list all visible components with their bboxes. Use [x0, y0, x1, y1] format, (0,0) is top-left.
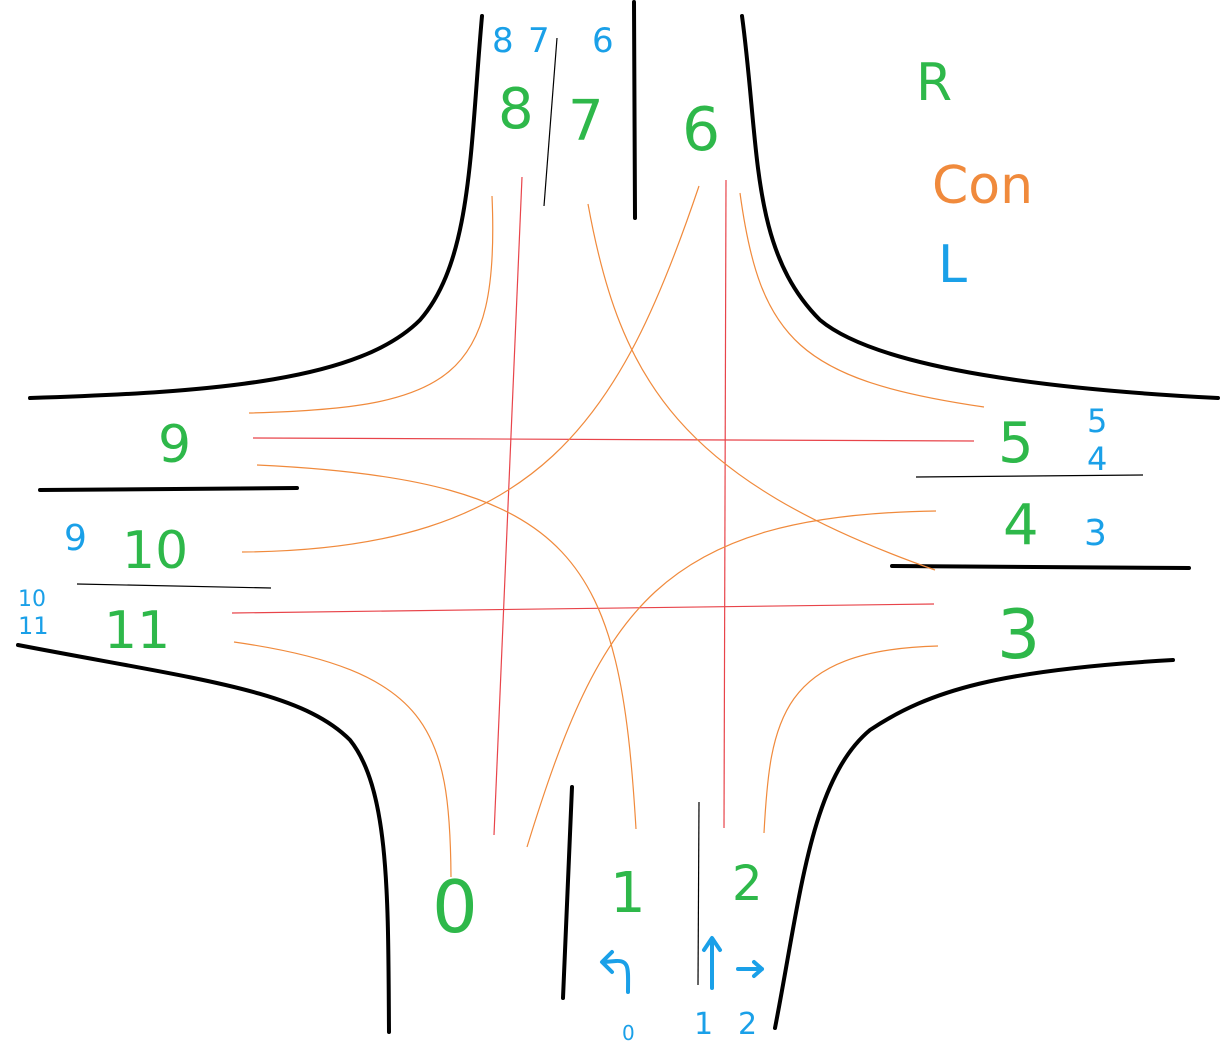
path-6-straight	[723, 179, 727, 829]
path-11-straight	[231, 603, 935, 614]
lane-separators	[76, 37, 1144, 986]
signal-label-top-7: 7	[528, 21, 550, 61]
lane-labels: 8 7 6 9 10 11 5 4 3 0 1 2	[104, 77, 1040, 949]
path-0-left	[526, 510, 937, 848]
legend: R Con L	[916, 53, 1033, 295]
signal-label-right-4: 4	[1087, 440, 1107, 478]
signal-label-right-3: 3	[1084, 513, 1107, 554]
lane-separator-bottom	[697, 801, 700, 986]
path-bottom-right-right	[763, 645, 939, 834]
path-top-right-right	[739, 192, 985, 408]
signal-label-top-8: 8	[492, 21, 514, 61]
lane-label-11: 11	[104, 601, 170, 661]
lane-label-3: 3	[997, 596, 1040, 675]
signal-label-left-9: 9	[64, 518, 87, 559]
signal-labels: 8 7 6 5 4 3 9 10 11 0 1 2	[18, 21, 1107, 1045]
turn-arrows	[600, 936, 764, 994]
legend-con: Con	[932, 156, 1033, 216]
path-9-straight	[252, 437, 975, 442]
road-edge-top-right	[740, 14, 1220, 400]
path-bottom-left-right	[233, 641, 452, 878]
left-turn-arrow-icon	[600, 950, 631, 994]
legend-l: L	[938, 235, 967, 295]
lane-label-7: 7	[568, 89, 604, 154]
median-bottom	[561, 785, 574, 1000]
path-6-left	[241, 185, 700, 553]
lane-label-5: 5	[998, 411, 1034, 476]
lane-label-8: 8	[498, 77, 534, 142]
signal-label-bottom-1: 1	[694, 1007, 713, 1042]
signal-label-left-11: 11	[18, 612, 49, 640]
road-edges	[16, 0, 1220, 1034]
path-8-straight	[493, 176, 523, 836]
road-edge-bottom-right	[773, 658, 1175, 1030]
signal-label-top-6: 6	[592, 21, 614, 61]
road-edge-top-left	[28, 14, 484, 400]
lane-separator-left	[76, 583, 272, 589]
signal-label-right-5: 5	[1087, 402, 1107, 440]
signal-label-bottom-2: 2	[738, 1007, 757, 1042]
lane-label-6: 6	[682, 95, 720, 165]
median-top	[632, 0, 637, 220]
lane-label-0: 0	[432, 865, 478, 949]
lane-label-4: 4	[1003, 493, 1039, 558]
legend-r: R	[916, 53, 952, 113]
median-right	[890, 564, 1191, 570]
straight-paths	[231, 176, 975, 836]
lane-label-2: 2	[732, 856, 763, 912]
lane-separator-top	[543, 37, 558, 207]
road-edge-bottom-left	[16, 643, 391, 1034]
signal-label-bottom-0: 0	[622, 1021, 635, 1045]
right-turn-arrow-icon	[736, 960, 764, 978]
median-left	[38, 486, 299, 492]
lane-separator-right	[915, 474, 1144, 478]
lane-label-1: 1	[610, 861, 646, 926]
path-top-left-right	[248, 195, 494, 414]
lane-label-10: 10	[122, 521, 188, 581]
signal-label-left-10: 10	[18, 587, 46, 612]
straight-arrow-icon	[702, 936, 722, 990]
path-1-left	[256, 464, 637, 830]
turn-paths	[233, 185, 985, 878]
path-7-left	[587, 203, 936, 571]
lane-label-9: 9	[158, 415, 191, 475]
